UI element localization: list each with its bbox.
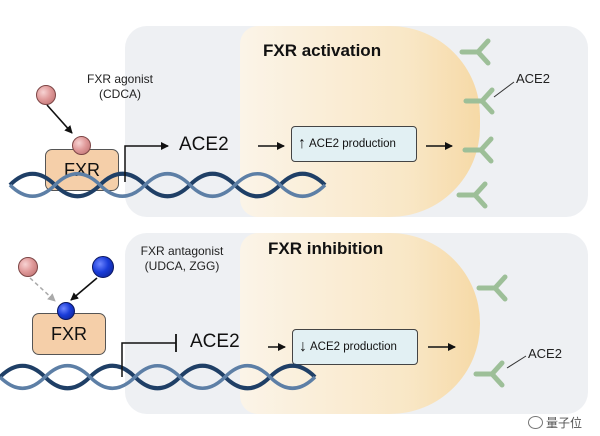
antagonist-molecule xyxy=(92,256,114,278)
antagonist-label-line1: FXR antagonist xyxy=(140,244,224,258)
production-box-activation: ↑ ACE2 production xyxy=(291,126,417,162)
watermark-text: 量子位 xyxy=(546,416,583,430)
agonist-label-line2: (CDCA) xyxy=(99,87,141,101)
dna-strand xyxy=(8,172,327,198)
production-label-activation: ACE2 production xyxy=(309,138,396,150)
inhibition-title: FXR inhibition xyxy=(268,239,384,258)
ace2-receptor xyxy=(465,139,491,161)
ace2-receptor xyxy=(462,41,488,63)
ace2-receptor-label-activation: ACE2 xyxy=(516,71,550,86)
bound-antagonist-molecule xyxy=(57,302,75,320)
blocked-transcription-line xyxy=(121,342,176,377)
bound-agonist-molecule xyxy=(72,136,91,155)
ace2-receptor xyxy=(466,90,492,112)
transcription-arrow xyxy=(124,142,169,182)
receptor-label-leader-activation xyxy=(493,81,515,98)
agonist-label-line1: FXR agonist xyxy=(86,72,154,86)
down-arrow-icon: ↓ xyxy=(299,338,307,355)
dna-strand xyxy=(0,363,317,391)
antagonist-binding-arrow xyxy=(70,277,98,301)
ace2-receptor-label-inhibition: ACE2 xyxy=(528,346,562,361)
wechat-icon xyxy=(528,416,543,429)
up-arrow-icon: ↑ xyxy=(298,135,306,152)
receptor-label-leader-inhibition xyxy=(506,355,527,369)
agonist-molecule xyxy=(36,85,56,105)
agonist-label: FXR agonist (CDCA) xyxy=(72,72,168,102)
antagonist-label-line2: (UDCA, ZGG) xyxy=(144,259,220,273)
ace2-gene-label-inhibition: ACE2 xyxy=(190,331,240,352)
ace2-receptor xyxy=(476,363,502,385)
antagonist-label: FXR antagonist (UDCA, ZGG) xyxy=(128,244,236,274)
dna-helix-inhibition xyxy=(0,363,317,391)
production-box-inhibition: ↓ ACE2 production xyxy=(292,329,418,365)
activation-title: FXR activation xyxy=(263,41,382,60)
watermark: 量子位 xyxy=(528,414,582,431)
dna-strand xyxy=(8,171,327,199)
dna-helix-activation xyxy=(8,171,327,199)
agonist-binding-arrow xyxy=(46,104,73,134)
ace2-receptor xyxy=(459,184,485,206)
displaced-agonist-arrow xyxy=(29,277,56,302)
displaced-agonist-molecule xyxy=(18,257,38,277)
ace2-receptor xyxy=(479,277,505,299)
dna-strand xyxy=(0,364,317,390)
production-label-inhibition: ACE2 production xyxy=(310,341,397,353)
fxr-box-inhibition: FXR xyxy=(32,313,106,355)
ace2-gene-label-activation: ACE2 xyxy=(179,134,229,155)
